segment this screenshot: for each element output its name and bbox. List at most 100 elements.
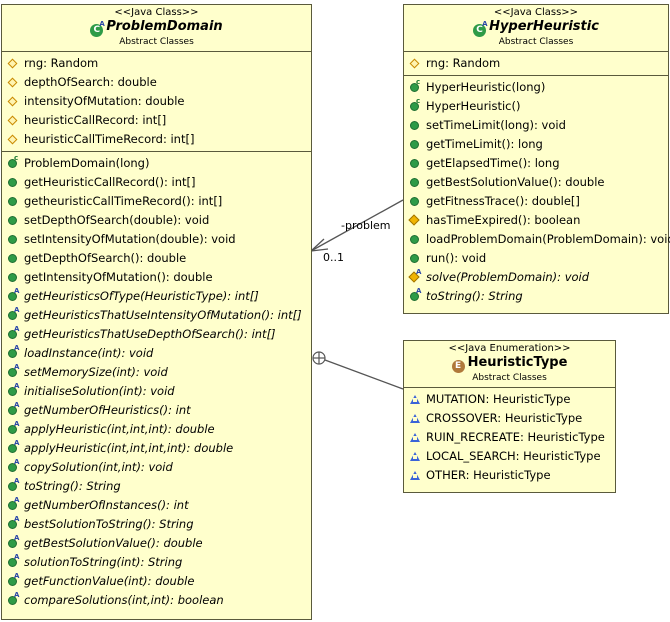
heuristic-type-stereotype: <<Java Enumeration>> <box>448 343 571 354</box>
member-label: setMemorySize(int): void <box>24 365 168 379</box>
member-label: getDepthOfSearch(): double <box>24 251 187 265</box>
abstract-marker: A <box>416 268 422 276</box>
enum-literal-row[interactable]: MUTATION: HeuristicType <box>404 390 615 409</box>
method-row[interactable]: getTimeLimit(): long <box>404 135 668 154</box>
problem-domain-name: ProblemDomain <box>106 19 223 34</box>
field-row[interactable]: depthOfSearch: double <box>2 73 311 92</box>
member-label: getFitnessTrace(): double[] <box>426 194 580 208</box>
enum-literal-icon <box>410 452 420 461</box>
hyper-heuristic-package: Abstract Classes <box>498 37 574 47</box>
member-label: intensityOfMutation: double <box>24 94 185 108</box>
hyper-heuristic-stereotype: <<Java Class>> <box>493 7 579 18</box>
field-row[interactable]: rng: Random <box>2 54 311 73</box>
enum-literal-icon <box>410 414 420 423</box>
method-row[interactable]: setIntensityOfMutation(double): void <box>2 230 311 249</box>
abstract-marker: A <box>416 287 422 295</box>
field-row[interactable]: heuristicCallRecord: int[] <box>2 111 311 130</box>
field-row[interactable]: heuristicCallTimeRecord: int[] <box>2 130 311 149</box>
member-label: rng: Random <box>24 56 99 70</box>
member-label: toString(): String <box>24 479 121 493</box>
abstract-method-icon <box>8 444 17 453</box>
enum-literal-row[interactable]: OTHER: HeuristicType <box>404 466 615 485</box>
method-row[interactable]: getIntensityOfMutation(): double <box>2 268 311 287</box>
member-label: depthOfSearch: double <box>24 75 157 89</box>
method-row[interactable]: getFitnessTrace(): double[] <box>404 192 668 211</box>
enum-literal-icon <box>410 433 420 442</box>
method-row[interactable]: getBestSolutionValue(): double <box>404 173 668 192</box>
abstract-method-icon <box>8 368 17 377</box>
abstract-marker: A <box>14 572 20 580</box>
field-row[interactable]: intensityOfMutation: double <box>2 92 311 111</box>
abstract-method-icon <box>8 539 17 548</box>
field-row[interactable]: rng: Random <box>404 54 668 73</box>
abstract-method-icon <box>8 463 17 472</box>
method-row[interactable]: getDepthOfSearch(): double <box>2 249 311 268</box>
method-row[interactable]: getElapsedTime(): long <box>404 154 668 173</box>
method-row[interactable]: loadProblemDomain(ProblemDomain): void <box>404 230 670 249</box>
abstract-marker: A <box>14 534 20 542</box>
member-label: getNumberOfInstances(): int <box>24 498 189 512</box>
abstract-marker: A <box>14 515 20 523</box>
enum-literal-row[interactable]: RUIN_RECREATE: HeuristicType <box>404 428 615 447</box>
member-label: RUIN_RECREATE: HeuristicType <box>426 430 605 444</box>
nesting-line <box>324 359 404 390</box>
member-label: rng: Random <box>426 56 501 70</box>
member-label: applyHeuristic(int,int,int,int): double <box>24 441 234 455</box>
member-label: loadProblemDomain(ProblemDomain): void <box>426 232 670 246</box>
association-line <box>310 199 404 252</box>
member-label: getHeuristicsThatUseDepthOfSearch(): int… <box>24 327 276 341</box>
member-label: getHeuristicsThatUseIntensityOfMutation(… <box>24 308 302 322</box>
member-label: run(): void <box>426 251 487 265</box>
heuristic-type-package: Abstract Classes <box>472 373 547 383</box>
abstract-method-icon <box>8 425 17 434</box>
abstract-marker: A <box>14 382 20 390</box>
protected-method-icon <box>408 214 420 226</box>
member-label: heuristicCallRecord: int[] <box>24 113 167 127</box>
enum-literal-row[interactable]: CROSSOVER: HeuristicType <box>404 409 615 428</box>
constructor-icon <box>410 102 419 111</box>
method-row[interactable]: setDepthOfSearch(double): void <box>2 211 311 230</box>
method-row[interactable]: hasTimeExpired(): boolean <box>404 211 668 230</box>
public-method-icon <box>410 235 419 244</box>
member-label: heuristicCallTimeRecord: int[] <box>24 132 195 146</box>
member-label: bestSolutionToString(): String <box>24 517 194 531</box>
method-row[interactable]: getheuristicCallTimeRecord(): int[] <box>2 192 311 211</box>
member-label: getIntensityOfMutation(): double <box>24 270 213 284</box>
method-row[interactable]: run(): void <box>404 249 668 268</box>
enum-literal-row[interactable]: LOCAL_SEARCH: HeuristicType <box>404 447 615 466</box>
method-row[interactable]: getHeuristicCallRecord(): int[] <box>2 173 311 192</box>
member-label: getheuristicCallTimeRecord(): int[] <box>24 194 223 208</box>
abstract-method-icon <box>8 577 17 586</box>
member-label: getElapsedTime(): long <box>426 156 560 170</box>
member-label: applyHeuristic(int,int,int): double <box>24 422 215 436</box>
method-row[interactable]: setTimeLimit(long): void <box>404 116 668 135</box>
public-method-icon <box>410 159 419 168</box>
public-method-icon <box>410 178 419 187</box>
